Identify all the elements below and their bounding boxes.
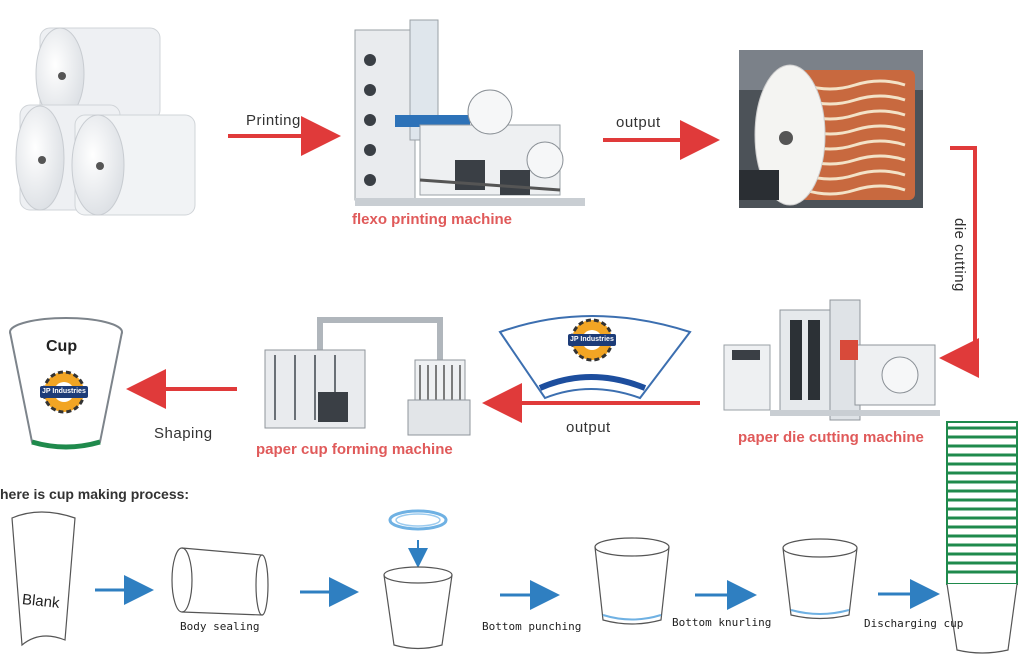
stacked-cups-sketch	[946, 421, 1018, 654]
die-cutting-machine-image	[723, 299, 940, 421]
step-label-discharging-cup: Discharging cup	[864, 617, 964, 630]
label-die-cutting-machine: paper die cutting machine	[738, 429, 924, 446]
cup-body-sketch	[383, 566, 453, 650]
logo-text-cup: JP Industries	[42, 388, 86, 395]
step-label-bottom-knurling: Bottom knurling	[672, 616, 772, 629]
step-label-bottom-punching: Bottom punching	[482, 620, 582, 633]
body-sealing-sketch	[171, 547, 269, 616]
paper-rolls-image	[15, 27, 196, 216]
jp-industries-logo-fan	[568, 318, 616, 362]
label-cup-forming-machine: paper cup forming machine	[256, 441, 453, 458]
label-output-1: output	[616, 114, 661, 131]
flexo-printing-machine-image	[354, 19, 585, 206]
printed-paper-roll-image	[739, 50, 923, 208]
label-printing: Printing	[246, 112, 301, 129]
logo-text-fan: JP Industries	[570, 336, 614, 343]
arrow-die-cutting	[939, 146, 979, 378]
step-label-body-sealing: Body sealing	[180, 620, 260, 633]
jp-industries-logo-cup	[40, 370, 88, 414]
blank-sketch	[11, 511, 76, 647]
label-output-2: output	[566, 419, 611, 436]
label-shaping: Shaping	[154, 425, 213, 442]
punched-cup-sketch	[594, 537, 670, 625]
cup-forming-machine-image	[264, 317, 471, 436]
label-cup: Cup	[46, 338, 78, 355]
knurled-cup-sketch	[782, 538, 858, 620]
label-die-cutting: die cutting	[951, 218, 968, 292]
label-flexo-printing-machine: flexo printing machine	[352, 211, 513, 228]
bottom-process-heading: here is cup making process:	[0, 486, 190, 502]
bottom-disk-sketch	[388, 509, 448, 568]
